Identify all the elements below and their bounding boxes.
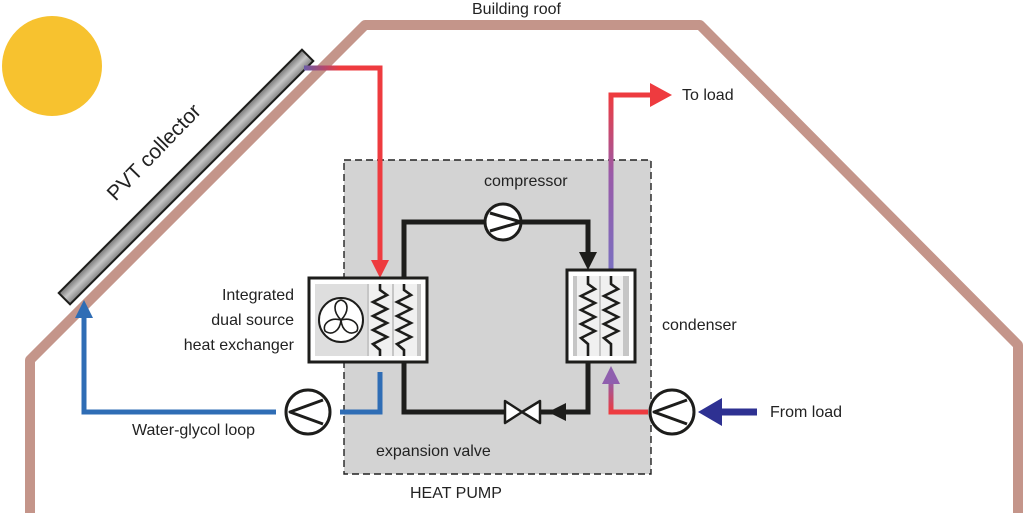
from-load-label: From load: [770, 404, 843, 421]
load-pump-icon: [648, 388, 696, 436]
water-glycol-pump-icon: [284, 388, 332, 436]
integrated-label-line1: Integrated: [221, 287, 294, 304]
pvt-hot-line: [340, 65, 383, 262]
refrigerant-circuit: [401, 219, 591, 415]
water-glycol-loop-line: [81, 316, 383, 415]
arrowhead-up-purple: [602, 366, 620, 384]
arrowhead-down-black: [579, 252, 597, 270]
condenser-heat-exchanger: [565, 268, 637, 364]
arrowhead-left-dark-blue: [698, 398, 722, 426]
compressor-icon: [483, 202, 523, 242]
expansion-valve-icon: [503, 399, 542, 425]
condenser-label: condenser: [662, 317, 737, 334]
to-load-line: [608, 92, 656, 270]
fan-icon: [318, 297, 364, 343]
integrated-heat-exchanger: [307, 276, 429, 364]
arrowhead-left-black: [548, 403, 566, 421]
arrowhead-right-red: [650, 83, 672, 107]
arrowhead-down-red: [371, 260, 389, 278]
building-roof-label: Building roof: [472, 1, 561, 18]
to-load-label: To load: [682, 87, 734, 104]
integrated-label-line3: heat exchanger: [183, 337, 294, 354]
condenser-return-line: [608, 382, 648, 415]
sun-icon: [2, 16, 102, 116]
expansion-valve-label: expansion valve: [376, 443, 491, 460]
compressor-label: compressor: [484, 173, 568, 190]
arrowhead-up-blue: [75, 300, 93, 318]
integrated-label-line2: dual source: [211, 312, 294, 329]
water-glycol-loop-label: Water-glycol loop: [132, 422, 256, 439]
building-roof-outline: [25, 20, 1023, 513]
heat-pump-label: HEAT PUMP: [410, 485, 502, 502]
pvt-collector-panel: [57, 48, 315, 306]
